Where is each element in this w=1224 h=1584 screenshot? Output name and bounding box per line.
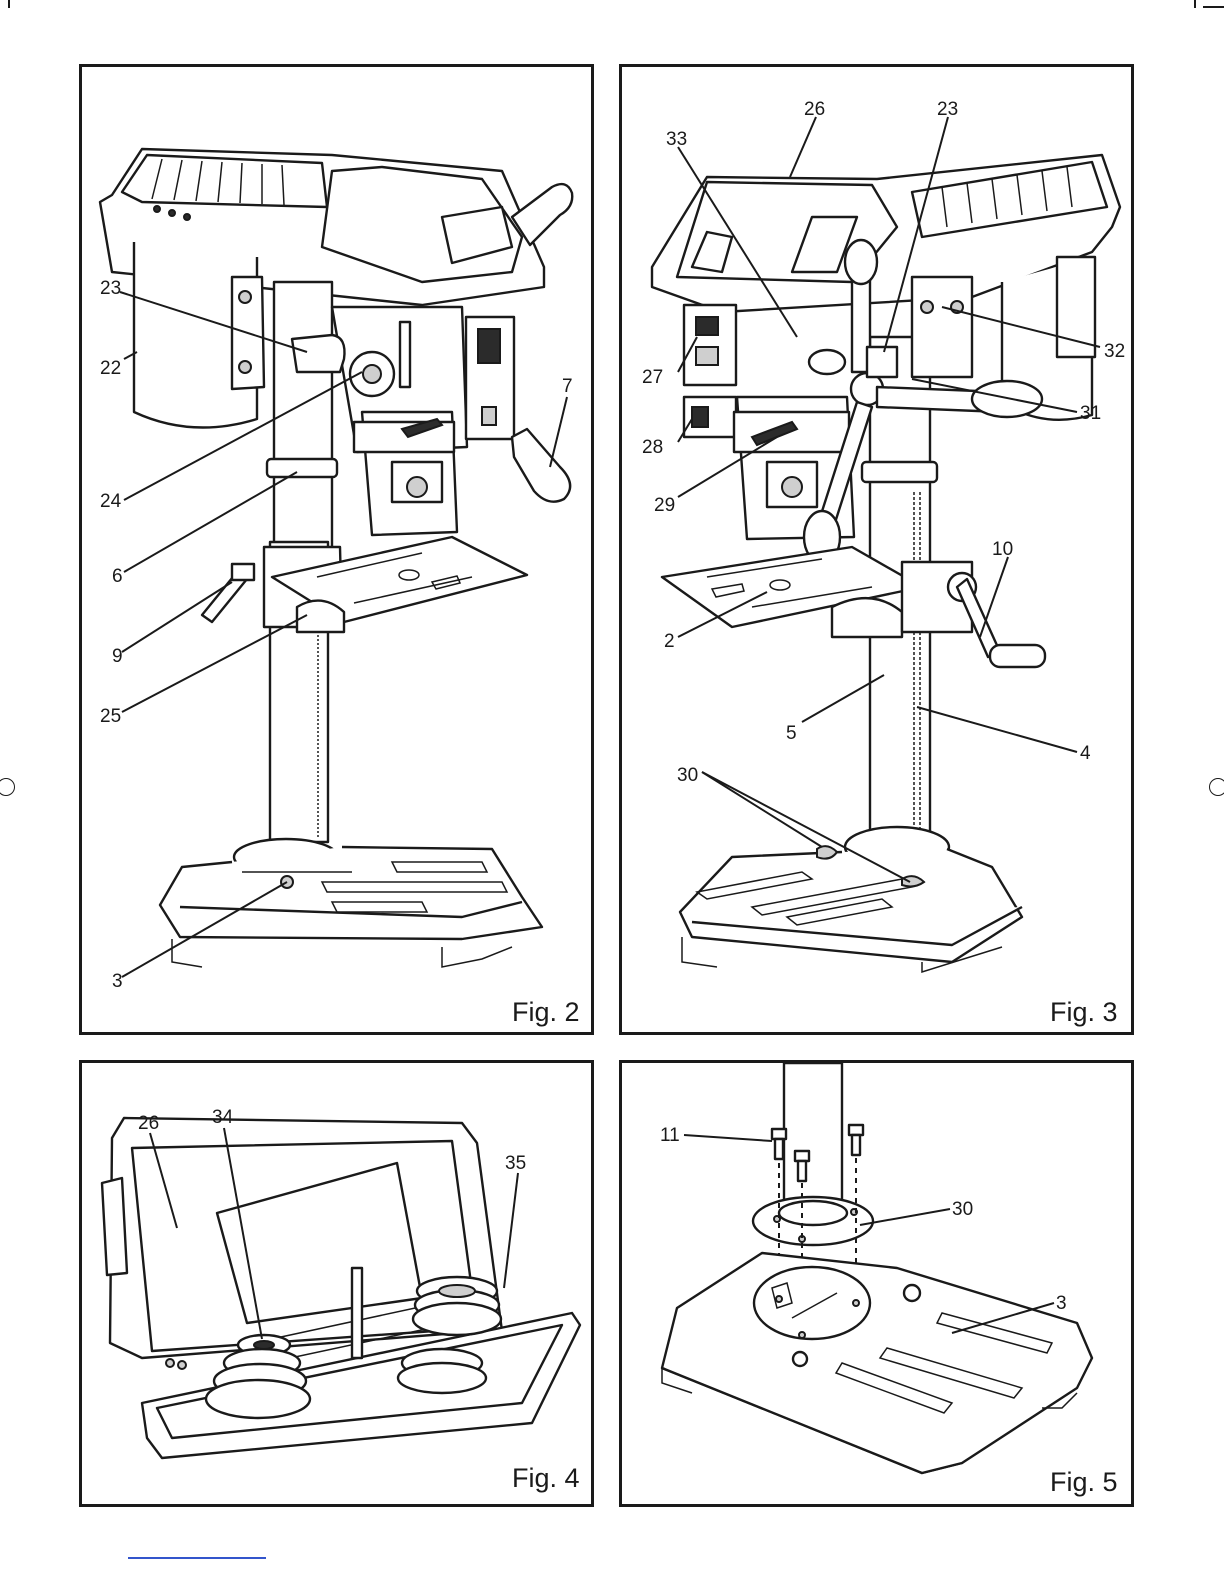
callout-3: 3	[112, 971, 123, 992]
callout-24: 24	[100, 491, 122, 512]
callout-23: 23	[100, 278, 121, 299]
callout-9: 9	[112, 646, 123, 667]
figure-2-drawing: 23 22 24 7 6 9 25 3	[82, 67, 597, 1038]
figure-4-drawing: 26 34 35	[82, 1063, 597, 1510]
callout-35: 35	[505, 1153, 526, 1174]
figure-4-label: Fig. 4	[512, 1463, 580, 1494]
callout-30: 30	[952, 1199, 973, 1220]
figure-3-drawing: 26 23 33 32 27 31 28 29 10 2 5 4 30	[622, 67, 1137, 1038]
callout-34: 34	[212, 1107, 234, 1128]
figure-4-panel: 26 34 35 Fig. 4	[79, 1060, 594, 1507]
crop-mark-top-right	[1194, 0, 1196, 8]
figure-5-label: Fig. 5	[1050, 1467, 1118, 1498]
callout-28: 28	[642, 437, 663, 458]
figure-5-panel: 11 30 3 Fig. 5	[619, 1060, 1134, 1507]
callout-10: 10	[992, 539, 1013, 560]
figure-3-panel: 26 23 33 32 27 31 28 29 10 2 5 4 30 Fig.…	[619, 64, 1134, 1035]
callout-33: 33	[666, 129, 687, 150]
figure-3-label: Fig. 3	[1050, 997, 1118, 1028]
callout-30: 30	[677, 765, 698, 786]
figure-2-panel: 23 22 24 7 6 9 25 3 Fig. 2	[79, 64, 594, 1035]
callout-5: 5	[786, 723, 797, 744]
callout-27: 27	[642, 367, 663, 388]
crop-mark-top-left	[8, 0, 10, 8]
callout-26: 26	[138, 1113, 159, 1134]
callout-7: 7	[562, 376, 573, 397]
registration-mark-left	[0, 778, 15, 796]
footer-rule	[128, 1557, 266, 1559]
callout-22: 22	[100, 358, 121, 379]
callout-6: 6	[112, 566, 123, 587]
figure-5-drawing: 11 30 3	[622, 1063, 1137, 1510]
callout-23: 23	[937, 99, 958, 120]
figure-2-label: Fig. 2	[512, 997, 580, 1028]
callout-32: 32	[1104, 341, 1125, 362]
callout-3: 3	[1056, 1293, 1067, 1314]
callout-26: 26	[804, 99, 825, 120]
callout-25: 25	[100, 706, 121, 727]
callout-2: 2	[664, 631, 675, 652]
callout-29: 29	[654, 495, 675, 516]
callout-11: 11	[660, 1125, 680, 1146]
crop-mark-top-right-h	[1203, 6, 1224, 8]
callout-31: 31	[1080, 403, 1101, 424]
callout-4: 4	[1080, 743, 1091, 764]
registration-mark-right	[1209, 778, 1224, 796]
